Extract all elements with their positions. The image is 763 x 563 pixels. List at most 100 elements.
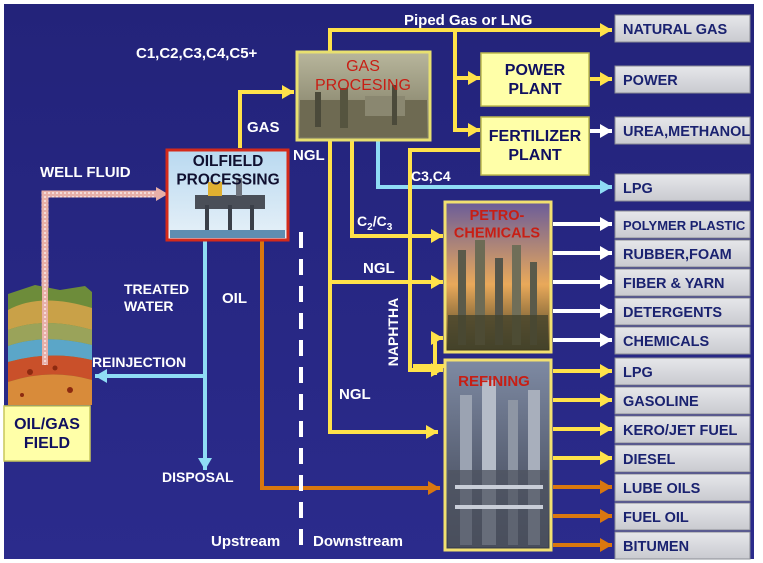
fertilizer-feed-arrow-head	[468, 123, 480, 137]
piped-gas-arrow	[328, 28, 612, 52]
reinjection-label: REINJECTION	[92, 354, 186, 370]
oil-gas-field-geology	[8, 282, 92, 405]
piped-gas-arrow-head	[600, 23, 612, 37]
product-label: LPG	[623, 181, 653, 197]
ngl-bottom-arrow	[328, 282, 438, 434]
petrochemical-output-arrow-head	[600, 246, 612, 260]
power-output-arrow-head	[600, 72, 612, 86]
product-label: CHEMICALS	[623, 334, 710, 350]
refining-output-arrow-head	[600, 364, 612, 378]
product-label: RUBBER,FOAM	[623, 247, 732, 263]
product-box: DIESEL	[614, 444, 751, 473]
upstream-label: Upstream	[211, 533, 280, 550]
product-label: POLYMER PLASTIC	[623, 218, 746, 233]
c3c4-label: C3,C4	[411, 168, 451, 184]
petrochemical-output-arrow-head	[600, 304, 612, 318]
petrochemicals-label: PETRO-CHEMICALS	[454, 208, 541, 241]
naphtha-label: NAPHTHA	[385, 298, 401, 366]
product-label: LUBE OILS	[623, 481, 701, 497]
product-label: DIESEL	[623, 452, 676, 468]
product-box: GASOLINE	[614, 386, 751, 415]
product-label: DETERGENTS	[623, 305, 722, 321]
product-box: LPG	[614, 357, 751, 386]
oil-arrow	[260, 240, 440, 490]
power-plant-box	[480, 52, 590, 107]
product-label: POWER	[623, 73, 678, 89]
refining-output-arrow-head	[600, 422, 612, 436]
c2c3-arrow-head	[431, 229, 443, 243]
gas-arrow-head	[282, 85, 294, 99]
product-label: KERO/JET FUEL	[623, 423, 738, 439]
refining-output-arrow-head	[600, 480, 612, 494]
oil-flow-label: OIL	[222, 290, 247, 307]
c2c3-arrow	[350, 140, 443, 238]
product-label: FIBER & YARN	[623, 276, 725, 292]
naphtha-arrow-head	[431, 331, 443, 345]
product-box: DETERGENTS	[614, 297, 751, 326]
piped-gas-label: Piped Gas or LNG	[404, 12, 532, 29]
product-box: CHEMICALS	[614, 326, 751, 355]
petrochemical-output-arrow-head	[600, 333, 612, 347]
gas-arrow	[238, 90, 294, 148]
product-label: BITUMEN	[623, 539, 689, 555]
refining-output-arrow-head	[600, 393, 612, 407]
disposal-label: DISPOSAL	[162, 469, 234, 485]
ngl-mid-label: NGL	[363, 260, 395, 277]
lpg-light-blue-arrow-head	[600, 180, 612, 194]
product-label: FUEL OIL	[623, 510, 689, 526]
product-label: UREA,METHANOL	[623, 124, 750, 140]
lpg-light-blue-arrow	[376, 140, 612, 189]
product-box: FIBER & YARN	[614, 268, 751, 297]
gas-processing-box	[295, 50, 432, 142]
product-box: NATURAL GAS	[614, 14, 751, 43]
refining-label: REFINING	[458, 373, 530, 390]
reinjection-arrow-head	[95, 369, 107, 383]
oil-gas-field-box	[3, 405, 91, 462]
well-fluid-label: WELL FLUID	[40, 164, 131, 181]
urea-output-arrow-head	[600, 124, 612, 138]
well-fluid-arrow	[41, 190, 162, 295]
petrochemical-output-arrow-head	[600, 217, 612, 231]
ngl-top-label: NGL	[293, 147, 325, 164]
product-box: RUBBER,FOAM	[614, 239, 751, 268]
product-box: UREA,METHANOL	[614, 116, 751, 145]
gas-flow-label: GAS	[247, 119, 280, 136]
ngl-bottom-label: NGL	[339, 386, 371, 403]
product-box: FUEL OIL	[614, 502, 751, 531]
fertilizer-plant-box	[480, 116, 590, 176]
flow-arrows	[41, 23, 612, 552]
oil-arrow-head	[428, 481, 440, 495]
product-box: KERO/JET FUEL	[614, 415, 751, 444]
petrochemical-output-arrow-head	[600, 275, 612, 289]
refining-output-arrow-head	[600, 538, 612, 552]
components-label: C1,C2,C3,C4,C5+	[136, 45, 258, 62]
refining-output-arrow-head	[600, 451, 612, 465]
product-box: LPG	[614, 173, 751, 202]
downstream-label: Downstream	[313, 533, 403, 550]
oilfield-processing-box	[165, 148, 290, 242]
ngl-bottom-arrow-head	[426, 425, 438, 439]
product-label: LPG	[623, 365, 653, 381]
product-label: NATURAL GAS	[623, 22, 728, 38]
product-box: BITUMEN	[614, 531, 751, 560]
petrochemicals-box	[443, 200, 553, 354]
product-box: POLYMER PLASTIC	[614, 210, 751, 239]
product-list: NATURAL GAS POWER UREA,METHANOL LPG POLYMER …	[614, 14, 751, 560]
ngl-mid-arrow-head	[431, 275, 443, 289]
power-plant-feed-arrow-head	[468, 71, 480, 85]
well-fluid-arrow-head	[156, 187, 168, 201]
disposal-arrow-head	[198, 458, 212, 470]
product-box: LUBE OILS	[614, 473, 751, 502]
product-box: POWER	[614, 65, 751, 94]
product-label: GASOLINE	[623, 394, 699, 410]
refining-output-arrow-head	[600, 509, 612, 523]
refining-box	[443, 358, 553, 552]
c2c3-label: C2/C3	[357, 213, 393, 233]
